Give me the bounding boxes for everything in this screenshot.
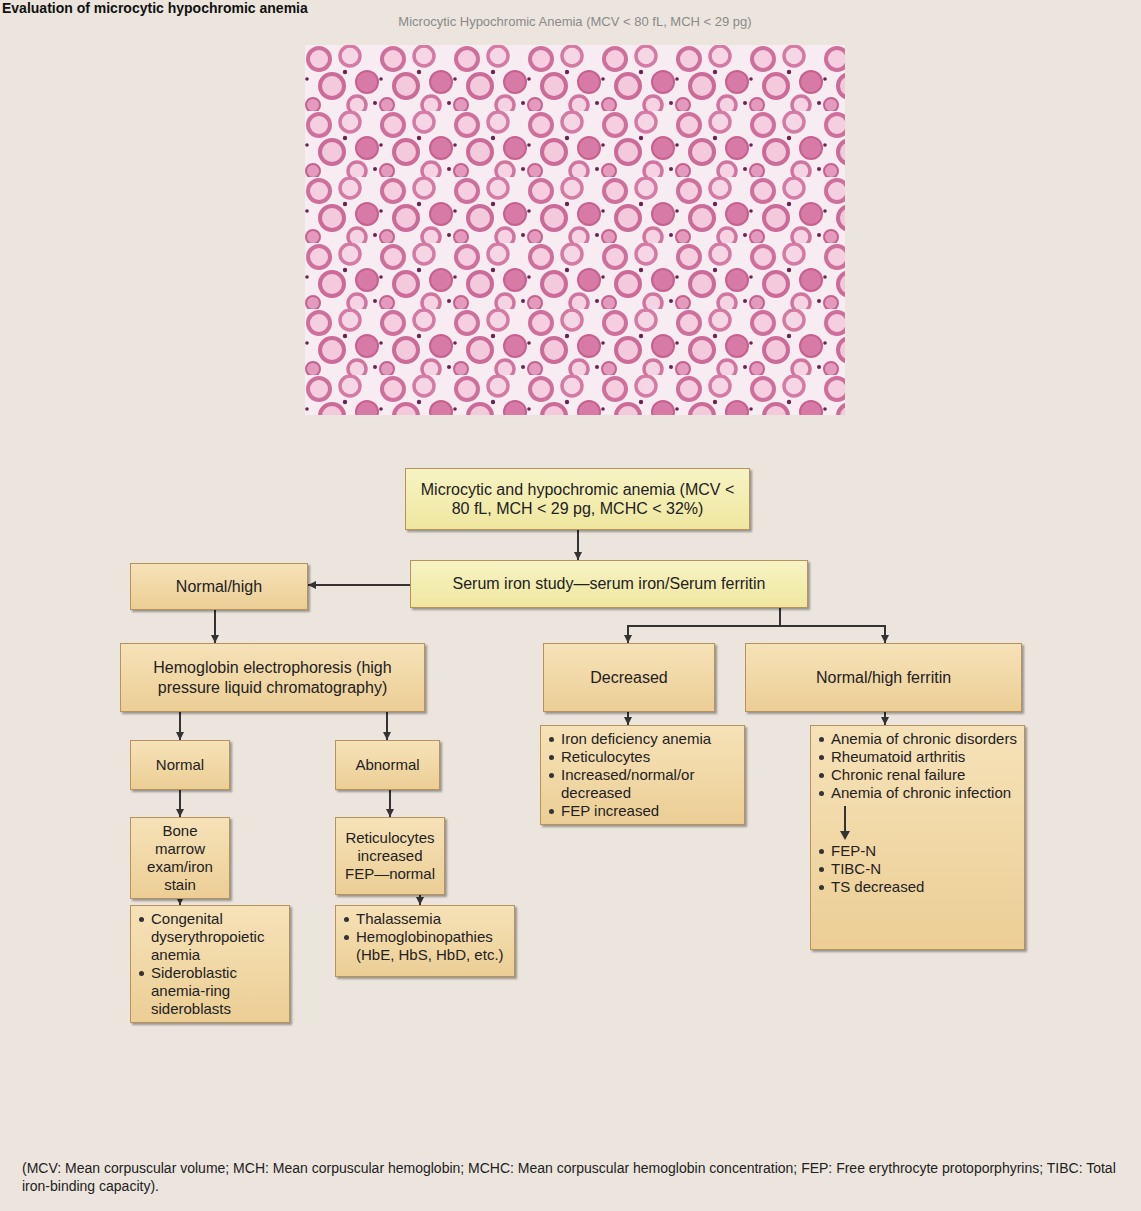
inner-arrow [817,802,1018,842]
bullet-item: FEP increased [547,802,738,820]
bullet-dot [819,791,824,796]
bullet-dot [139,917,144,922]
flow-arrow [386,712,388,740]
box-text: Hemoglobinopathies (HbE, HbS, HbD, etc.) [356,928,508,964]
process-box: Hemoglobin electrophoresis (high pressur… [120,643,425,712]
flow-arrow [179,790,181,817]
box-text: Decreased [590,668,667,687]
box-text: FEP-N [831,842,1018,860]
bullet-dot [549,737,554,742]
bullet-item: Anemia of chronic infection [817,784,1018,802]
process-box: Decreased [543,643,715,712]
bullet-item: Congenital dyserythropoietic anemia [137,910,283,964]
box-text: Bone marrow exam/iron stain [137,822,223,894]
bullet-item: Chronic renal failure [817,766,1018,784]
bullet-item: Hemoglobinopathies (HbE, HbS, HbD, etc.) [342,928,508,964]
flow-arrow [628,608,780,643]
flow-arrow [214,610,216,643]
flow-arrow [884,712,886,725]
inner-arrow-symbol [817,802,877,842]
image-caption: Microcytic Hypochromic Anemia (MCV < 80 … [330,14,820,30]
process-box: Reticulocytes increasedFEP—normal [335,817,445,895]
flow-arrow [179,712,181,740]
bullet-dot [139,971,144,976]
box-text: Congenital dyserythropoietic anemia [151,910,283,964]
process-box: Normal [130,740,230,790]
process-box: Serum iron study—serum iron/Serum ferrit… [410,560,808,608]
blood-smear-image [305,45,845,415]
page-title: Evaluation of microcytic hypochromic ane… [2,0,332,18]
bullet-item: Reticulocytes [547,748,738,766]
bullet-item: TIBC-N [817,860,1018,878]
smear-cells [305,45,845,415]
process-box: Normal/high [130,563,308,610]
bullet-item: FEP-N [817,842,1018,860]
flow-arrow [577,530,579,560]
box-text: FEP increased [561,802,738,820]
box-text: Thalassemia [356,910,508,928]
box-text: Hemoglobin electrophoresis (high pressur… [127,658,418,696]
flow-arrow [780,608,885,643]
bullet-dot [819,849,824,854]
flow-arrow [389,790,391,817]
box-text: Chronic renal failure [831,766,1018,784]
bullet-dot [819,755,824,760]
process-box: Anemia of chronic disordersRheumatoid ar… [810,725,1025,950]
bullet-dot [819,885,824,890]
bullet-dot [549,809,554,814]
box-text: Anemia of chronic disorders [831,730,1018,748]
process-box: Bone marrow exam/iron stain [130,817,230,899]
box-text: Microcytic and hypochromic anemia (MCV <… [412,480,743,518]
bullet-dot [549,755,554,760]
flow-arrow [419,895,421,905]
arrow-head [840,831,850,840]
box-text: TIBC-N [831,860,1018,878]
flow-arrow [627,712,629,725]
process-box: Normal/high ferritin [745,643,1022,712]
bullet-dot [819,773,824,778]
box-text: FEP—normal [345,865,435,883]
arrow-line [844,806,846,832]
bullet-dot [549,773,554,778]
flow-arrow [308,584,410,586]
box-text: Serum iron study—serum iron/Serum ferrit… [453,574,766,593]
box-text: Sideroblastic anemia-ring sideroblasts [151,964,283,1018]
process-box: Abnormal [335,740,440,790]
bullet-dot [819,737,824,742]
figure-caption: (MCV: Mean corpuscular volume; MCH: Mean… [22,1160,1122,1195]
bullet-item: Increased/normal/or decreased [547,766,738,802]
bullet-item: TS decreased [817,878,1018,896]
box-text: Anemia of chronic infection [831,784,1018,802]
box-text: Reticulocytes increased [342,829,438,865]
process-box: Iron deficiency anemiaReticulocytesIncre… [540,725,745,825]
bullet-dot [344,935,349,940]
smear-ground [305,45,845,415]
bullet-item: Iron deficiency anemia [547,730,738,748]
box-text: Iron deficiency anemia [561,730,738,748]
process-box: Microcytic and hypochromic anemia (MCV <… [405,468,750,530]
bullet-item: Anemia of chronic disorders [817,730,1018,748]
box-text: Normal/high [176,577,262,596]
box-text: TS decreased [831,878,1018,896]
process-box: ThalassemiaHemoglobinopathies (HbE, HbS,… [335,905,515,977]
bullet-item: Rheumatoid arthritis [817,748,1018,766]
bullet-item: Thalassemia [342,910,508,928]
bullet-dot [344,917,349,922]
box-text: Increased/normal/or decreased [561,766,738,802]
box-text: Rheumatoid arthritis [831,748,1018,766]
bullet-dot [819,867,824,872]
box-text: Normal/high ferritin [816,668,951,687]
box-text: Reticulocytes [561,748,738,766]
process-box: Congenital dyserythropoietic anemiaSider… [130,905,290,1023]
bullet-item: Sideroblastic anemia-ring sideroblasts [137,964,283,1018]
box-text: Abnormal [355,756,419,774]
box-text: Normal [156,756,204,774]
